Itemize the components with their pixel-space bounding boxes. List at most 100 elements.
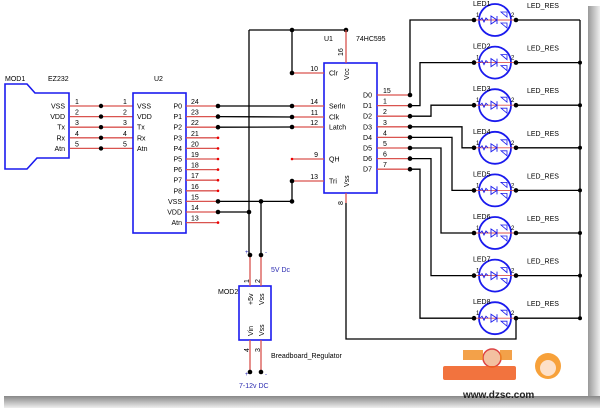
led-pin-number: 1: [476, 141, 480, 147]
u1-pin-name: QH: [329, 157, 340, 164]
junction-dot: [98, 146, 104, 151]
u2-pin-number: 20: [191, 141, 199, 148]
led-drive-wire: [410, 136, 474, 192]
u1-pin-number: 16: [338, 48, 345, 56]
u2-pin-name: P1: [173, 114, 182, 121]
led-diode-icon: [490, 228, 498, 238]
unconnected-pin-dot: [216, 221, 220, 224]
led-label: LED6: [473, 214, 491, 221]
light-arrow-icon: [499, 150, 508, 157]
u1-pin-number: 11: [311, 110, 318, 117]
u1-pin-name: Serln: [329, 104, 345, 111]
watermark-url: www.dzsc.com: [462, 390, 534, 401]
junction-dot: [258, 252, 264, 258]
mod2-pin-name: Vss: [259, 293, 266, 305]
u1-pin-name: Tri: [329, 179, 337, 186]
u1-output-number: 15: [383, 88, 391, 95]
u2-pin-number: 17: [191, 173, 199, 180]
light-arrow-icon: [499, 11, 508, 18]
junction-dot: [289, 199, 295, 204]
u2-pin-number: 15: [191, 194, 199, 201]
junction-dot: [247, 369, 253, 375]
led-value-label: LED_RES: [527, 88, 559, 95]
u2-pin-name: P3: [173, 135, 182, 142]
u1-output-name: D4: [363, 135, 372, 142]
mod1-pin-number: 4: [75, 131, 79, 138]
watermark-logo-shape: [443, 366, 516, 380]
u1-pin-name: Vcc: [344, 68, 351, 80]
led-pin-number: 1: [476, 226, 480, 232]
mod2-pin-number: 3: [255, 348, 262, 352]
junction-dot: [471, 17, 477, 23]
mod1-pin-number: 1: [75, 99, 79, 106]
led-resistor-icon: [479, 59, 489, 66]
junction-dot: [247, 252, 253, 258]
u2-pin-name: P0: [173, 104, 182, 111]
u1-output-name: D6: [363, 156, 372, 163]
mod2-pin-number: 2: [255, 279, 262, 283]
u1-pin-number: 9: [314, 152, 318, 159]
led-drive-wire: [410, 126, 474, 149]
led-drive-wire: [410, 157, 474, 277]
u1-output-name: D2: [363, 114, 372, 121]
mod1-pin-name: Tx: [57, 125, 65, 132]
u1-pin-name: Clr: [329, 71, 339, 78]
u1-pin-name: Clk: [329, 115, 340, 122]
watermark-mascot-face: [540, 360, 556, 376]
light-arrow-icon: [499, 107, 508, 115]
light-arrow-icon: [499, 267, 508, 274]
led-pin-number: 1: [476, 311, 480, 317]
u1-output-name: D0: [363, 93, 372, 100]
led-pin-number: 2: [511, 141, 515, 147]
junction-dot: [215, 114, 221, 119]
u2-pin-name: P7: [173, 178, 182, 185]
junction-dot: [471, 230, 477, 236]
junction-dot: [471, 60, 477, 65]
u2-pin-name: VDD: [167, 210, 182, 217]
unconnected-pin-dot: [216, 178, 220, 182]
u1-label: U1: [324, 36, 333, 43]
mod1-pin-name: Rx: [56, 135, 65, 142]
light-arrow-icon: [499, 320, 508, 328]
u2-pin-number: 22: [191, 120, 199, 127]
junction-dot: [246, 209, 252, 215]
mod2-body: [238, 285, 272, 341]
led-pin-number: 2: [511, 13, 515, 19]
led-value-label: LED_RES: [527, 46, 559, 53]
junction-dot: [98, 114, 104, 119]
led-pin-number: 1: [476, 269, 480, 275]
u1-output-name: D1: [363, 103, 372, 110]
led-value-label: LED_RES: [527, 301, 559, 308]
u1-output-name: D3: [363, 124, 372, 131]
mod1-pin-number: 5: [75, 141, 79, 148]
u2-pin-name: P6: [173, 167, 182, 174]
u2-pin-number: 16: [191, 184, 199, 191]
junction-dot: [289, 103, 295, 109]
u1-part: 74HC595: [356, 36, 386, 43]
junction-dot: [289, 124, 295, 130]
u2-pin-name: Tx: [137, 125, 145, 132]
u1-output-number: 6: [383, 152, 387, 159]
mod2-pin-name: Vin: [248, 326, 255, 336]
u2-pin-number: 19: [191, 152, 199, 159]
junction-dot: [471, 145, 477, 151]
unconnected-pin-dot: [216, 147, 220, 150]
junction-dot: [471, 315, 477, 321]
mod1-name: EZ232: [48, 76, 69, 83]
unconnected-pin-dot: [216, 157, 220, 161]
mod1-pin-name: VDD: [50, 114, 65, 121]
led-resistor-icon: [479, 187, 489, 194]
led-resistor-icon: [479, 102, 489, 109]
led-resistor-icon: [479, 272, 489, 279]
u2-pin-number: 2: [123, 110, 127, 117]
polarity-label: -: [265, 250, 267, 256]
mod1-pin-name: Atn: [54, 146, 65, 153]
u2-label: U2: [154, 76, 163, 83]
unconnected-pin-dot: [216, 136, 220, 140]
u2-pin-name: VSS: [168, 199, 182, 206]
led-value-label: LED_RES: [527, 173, 559, 180]
mod2-pin-name: Vss: [259, 324, 266, 336]
u2-pin-number: 14: [191, 205, 199, 212]
u1-output-name: D5: [363, 146, 372, 153]
